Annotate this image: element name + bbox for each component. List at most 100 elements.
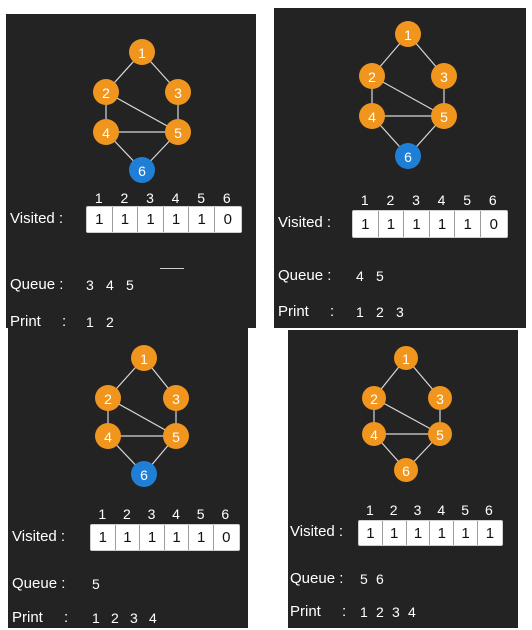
node-circle xyxy=(395,21,421,47)
visited-index: 6 xyxy=(222,190,231,206)
node-label: 2 xyxy=(104,391,112,407)
visited-cell: 1 xyxy=(164,525,190,550)
graph-node-3: 3 xyxy=(428,386,452,410)
visited-cell: 1 xyxy=(382,521,407,545)
node-label: 1 xyxy=(404,27,412,43)
visited-cell: 1 xyxy=(353,211,379,237)
graph-node-4: 4 xyxy=(95,423,121,449)
node-label: 4 xyxy=(370,427,378,443)
print-item: 1 xyxy=(92,610,100,626)
graph-node-4: 4 xyxy=(359,103,385,129)
visited-cell: 1 xyxy=(430,521,455,545)
visited-label: Visited : xyxy=(12,528,66,545)
visited-cell: 1 xyxy=(378,211,405,237)
node-circle xyxy=(431,103,457,129)
visited-index: 5 xyxy=(197,190,206,206)
graph-edge-2-5 xyxy=(105,91,179,133)
node-label: 1 xyxy=(138,45,146,61)
node-label: 3 xyxy=(436,391,444,407)
node-circle xyxy=(359,63,385,89)
node-circle xyxy=(431,63,457,89)
visited-label: Visited : xyxy=(10,210,64,227)
node-label: 3 xyxy=(440,69,448,85)
node-label: 2 xyxy=(368,69,376,85)
visited-cell: 1 xyxy=(477,521,502,545)
graph-node-1: 1 xyxy=(395,21,421,47)
queue-item: 4 xyxy=(106,277,114,293)
node-circle xyxy=(362,422,386,446)
queue-item: 5 xyxy=(92,576,100,592)
node-label: 5 xyxy=(174,125,182,141)
visited-label: Visited : xyxy=(278,214,332,231)
node-label: 4 xyxy=(102,125,110,141)
graph-node-3: 3 xyxy=(163,385,189,411)
print-separator: : xyxy=(62,313,67,328)
node-circle xyxy=(95,423,121,449)
print-label: Print xyxy=(12,609,43,626)
node-label: 5 xyxy=(436,427,444,443)
node-label: 6 xyxy=(402,463,410,479)
graph-node-5: 5 xyxy=(163,423,189,449)
divider xyxy=(160,268,184,269)
visited-cell: 1 xyxy=(140,525,165,550)
node-circle xyxy=(394,346,418,370)
visited-index: 1 xyxy=(94,190,103,206)
node-label: 3 xyxy=(172,391,180,407)
node-circle xyxy=(165,119,191,145)
graph-node-2: 2 xyxy=(95,385,121,411)
node-circle xyxy=(93,79,119,105)
print-item: 4 xyxy=(408,604,416,620)
print-item: 2 xyxy=(111,610,119,626)
node-circle xyxy=(163,423,189,449)
queue-item: 6 xyxy=(376,571,384,587)
graph-node-1: 1 xyxy=(131,345,157,371)
graph-node-2: 2 xyxy=(93,79,119,105)
queue-label: Queue : xyxy=(10,276,64,293)
node-circle xyxy=(93,119,119,145)
print-item: 4 xyxy=(149,610,157,626)
queue-item: 4 xyxy=(356,268,364,284)
graph-node-6: 6 xyxy=(131,461,157,487)
visited-index: 4 xyxy=(437,192,446,208)
visited-cell: 1 xyxy=(404,211,430,237)
node-circle xyxy=(428,422,452,446)
visited-cell: 1 xyxy=(163,207,190,232)
node-label: 1 xyxy=(140,351,148,367)
visited-cell: 0 xyxy=(480,211,507,237)
node-circle xyxy=(362,386,386,410)
print-separator: : xyxy=(64,609,69,626)
graph-node-4: 4 xyxy=(93,119,119,145)
print-item: 2 xyxy=(376,604,384,620)
graph-node-5: 5 xyxy=(428,422,452,446)
queue-item: 3 xyxy=(86,277,94,293)
visited-index: 3 xyxy=(147,506,156,522)
node-circle xyxy=(165,79,191,105)
visited-index: 4 xyxy=(172,506,180,522)
graph-node-3: 3 xyxy=(165,79,191,105)
visited-index: 2 xyxy=(122,506,131,522)
visited-cell: 1 xyxy=(429,211,456,237)
visited-index: 3 xyxy=(412,192,420,208)
print-item: 1 xyxy=(356,304,364,320)
node-circle xyxy=(163,385,189,411)
visited-index: 3 xyxy=(413,502,422,518)
node-label: 1 xyxy=(402,351,410,367)
graph-node-2: 2 xyxy=(362,386,386,410)
visited-index: 6 xyxy=(484,502,493,518)
graph: 1 2 3 4 5 6 xyxy=(362,346,452,482)
visited-cell: 1 xyxy=(359,521,383,545)
visited-index: 5 xyxy=(461,502,469,518)
visited-index: 3 xyxy=(146,190,154,206)
